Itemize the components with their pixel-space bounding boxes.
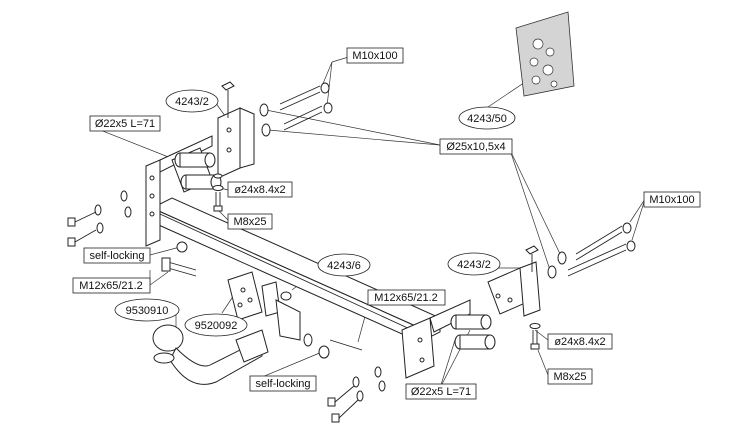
right-upper-bracket-4243-2 [487,245,541,317]
svg-text:self-locking: self-locking [255,378,310,390]
svg-text:4243/2: 4243/2 [457,259,491,271]
left-end-fasteners [67,190,132,247]
svg-text:Ø22x5 L=71: Ø22x5 L=71 [95,118,155,130]
ball-mount-plate-9520092 [227,271,301,341]
label-4243-2-left: 4243/2 [165,89,219,113]
label-washer-24-left: ø24x8.4x2 [227,181,293,198]
label-washer-24-right: ø24x8.4x2 [547,333,613,350]
svg-text:M12x65/21.2: M12x65/21.2 [79,280,143,292]
label-self-locking-top: self-locking [83,247,151,264]
left-m10-bolts [259,82,333,137]
svg-text:M12x65/21.2: M12x65/21.2 [374,292,438,304]
svg-text:M8x25: M8x25 [233,216,266,228]
label-4243-50: 4243/50 [458,106,516,130]
label-spacer-left: Ø22x5 L=71 [89,115,161,132]
svg-text:M8x25: M8x25 [553,371,586,383]
label-washer-25: Ø25x10,5x4 [439,138,513,155]
label-m10-right: M10x100 [643,191,701,208]
svg-text:ø24x8.4x2: ø24x8.4x2 [234,184,285,196]
svg-text:Ø22x5 L=71: Ø22x5 L=71 [411,386,471,398]
label-self-locking-bottom: self-locking [249,375,317,392]
svg-text:M10x100: M10x100 [352,50,397,62]
left-m12-bolt [161,241,197,277]
label-4243-2-right: 4243/2 [447,252,501,276]
right-side-bracket [401,299,471,379]
label-spacer-right: Ø22x5 L=71 [405,383,477,400]
label-m8-right: M8x25 [547,368,593,385]
svg-text:self-locking: self-locking [89,250,144,262]
svg-text:ø24x8.4x2: ø24x8.4x2 [554,336,605,348]
svg-text:4243/6: 4243/6 [327,260,361,272]
svg-text:M10x100: M10x100 [649,194,694,206]
svg-text:9530910: 9530910 [126,305,169,317]
label-m12-mid: M12x65/21.2 [367,289,446,306]
tow-ball-9530910 [152,324,269,385]
bottom-fasteners [327,366,386,423]
left-m8-bolt [212,173,224,212]
svg-text:9520092: 9520092 [195,320,238,332]
right-m10-bolts [547,222,636,279]
left-upper-bracket-4243-2 [217,81,255,179]
fitting-instructions-4243-50-icon [515,11,575,97]
left-spacer-tubes [174,152,222,190]
label-9520092: 9520092 [184,313,248,337]
label-4243-6: 4243/6 [317,253,371,277]
svg-text:4243/2: 4243/2 [175,96,209,108]
svg-text:Ø25x10,5x4: Ø25x10,5x4 [446,141,505,153]
svg-text:4243/50: 4243/50 [467,113,507,125]
right-m8-bolt [529,323,541,350]
label-m10-top: M10x100 [346,47,404,64]
right-spacer-tubes [450,314,496,350]
label-m12-left: M12x65/21.2 [72,277,151,294]
center-self-locking-nuts [303,333,363,359]
label-9530910: 9530910 [114,298,180,322]
label-m8-left: M8x25 [227,213,273,230]
